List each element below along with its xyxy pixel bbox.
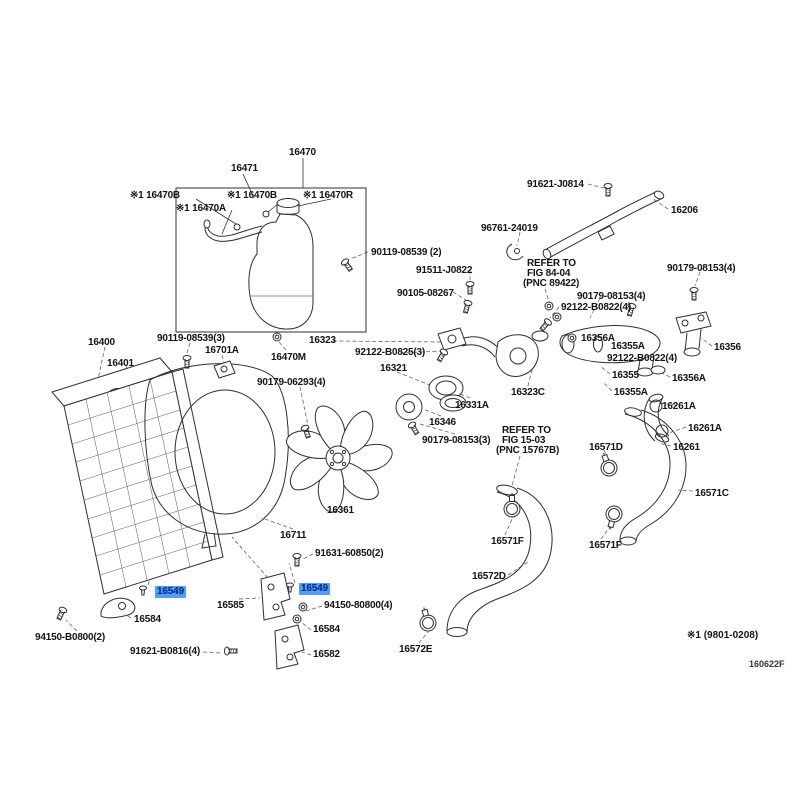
part-label[interactable]: 91511-J0822 (416, 265, 473, 276)
document-code: 160622F (749, 659, 785, 669)
part-label[interactable]: 16346 (429, 417, 456, 428)
part-label[interactable]: 16401 (107, 358, 134, 369)
part-label[interactable]: 92122-B0822(4) (561, 302, 632, 313)
part-label[interactable]: 16356A (672, 373, 706, 384)
part-label[interactable]: 16584 (313, 624, 340, 635)
part-label[interactable]: ※1 16470B (227, 190, 277, 201)
part-label[interactable]: 16572E (399, 644, 433, 655)
part-label[interactable]: 16571D (589, 442, 623, 453)
part-label[interactable]: 90179-08153(4) (577, 291, 646, 302)
part-label[interactable]: 16572D (472, 571, 506, 582)
part-label[interactable]: 90119-08539(3) (157, 333, 225, 344)
part-label[interactable]: ※1 16470B (130, 190, 180, 201)
part-label[interactable]: 16355A (611, 341, 645, 352)
part-label[interactable]: 16331A (455, 400, 489, 411)
part-label[interactable]: 91631-60850(2) (315, 548, 384, 559)
part-label[interactable]: 16261A (662, 401, 696, 412)
footnote-text: ※1 (9801-0208) (687, 630, 759, 641)
part-label[interactable]: 91621-B0816(4) (130, 646, 201, 657)
note-text: REFER TO (527, 258, 576, 269)
part-label[interactable]: 16400 (88, 337, 115, 348)
note-text: FIG 15-03 (502, 435, 546, 446)
part-label[interactable]: 16584 (134, 614, 161, 625)
reserve-tank-drawing (175, 187, 367, 379)
part-label[interactable]: 92122-B0825(3) (355, 347, 426, 358)
radiator-drawing (51, 357, 224, 595)
part-label[interactable]: 16323 (309, 335, 336, 346)
part-label[interactable]: ※1 16470A (176, 203, 226, 214)
part-label-highlighted[interactable]: 16549 (155, 586, 186, 598)
part-label[interactable]: 90179-08153(3) (422, 435, 491, 446)
part-label[interactable]: 94150-B0800(2) (35, 632, 106, 643)
part-label[interactable]: 16582 (313, 649, 340, 660)
part-label[interactable]: 92122-B0822(4) (607, 353, 678, 364)
water-bypass-pipe-drawing (506, 190, 665, 322)
part-label[interactable]: 94150-80800(4) (324, 600, 393, 611)
part-label[interactable]: 90105-08267 (397, 288, 454, 299)
thermostat-inlet-drawing (395, 327, 549, 421)
part-label[interactable]: ※1 16470R (303, 190, 353, 201)
part-label[interactable]: 16711 (280, 530, 307, 541)
part-label[interactable]: 16356 (714, 342, 741, 353)
part-label[interactable]: 16355 (612, 370, 639, 381)
note-text: (PNC 89422) (523, 278, 580, 289)
part-label[interactable]: 96761-24019 (481, 223, 538, 234)
part-label[interactable]: 16361 (327, 505, 354, 516)
part-label[interactable]: 16585 (217, 600, 244, 611)
note-text: (PNC 15767B) (496, 445, 560, 456)
part-label[interactable]: 90179-06293(4) (257, 377, 326, 388)
part-label[interactable]: 16571C (695, 488, 729, 499)
part-label[interactable]: 16701A (205, 345, 239, 356)
note-text: FIG 84-04 (527, 268, 571, 279)
brackets-drawing (100, 572, 308, 670)
part-label[interactable]: 16356A (581, 333, 615, 344)
fan-shroud-drawing (144, 363, 289, 549)
part-label[interactable]: 91621-J0814 (527, 179, 584, 190)
part-label[interactable]: 16355A (614, 387, 648, 398)
water-outlet-drawing (559, 311, 712, 377)
part-label[interactable]: 16571F (491, 536, 524, 547)
part-label[interactable]: 90179-08153(4) (667, 263, 736, 274)
part-label[interactable]: 16470 (289, 147, 316, 158)
note-text: REFER TO (502, 425, 551, 436)
part-label[interactable]: 16321 (380, 363, 407, 374)
part-label[interactable]: 16261A (688, 423, 722, 434)
part-label[interactable]: 16470M (271, 352, 306, 363)
part-label[interactable]: 16571F (589, 540, 622, 551)
part-label[interactable]: 90119-08539 (2) (371, 247, 442, 258)
hoses-drawing (415, 393, 687, 637)
part-label[interactable]: 16206 (671, 205, 698, 216)
part-label[interactable]: 16261 (673, 442, 700, 453)
part-label-highlighted[interactable]: 16549 (299, 583, 330, 595)
part-label[interactable]: 16471 (231, 163, 258, 174)
fan-drawing (285, 405, 393, 513)
part-label[interactable]: 16323C (511, 387, 545, 398)
